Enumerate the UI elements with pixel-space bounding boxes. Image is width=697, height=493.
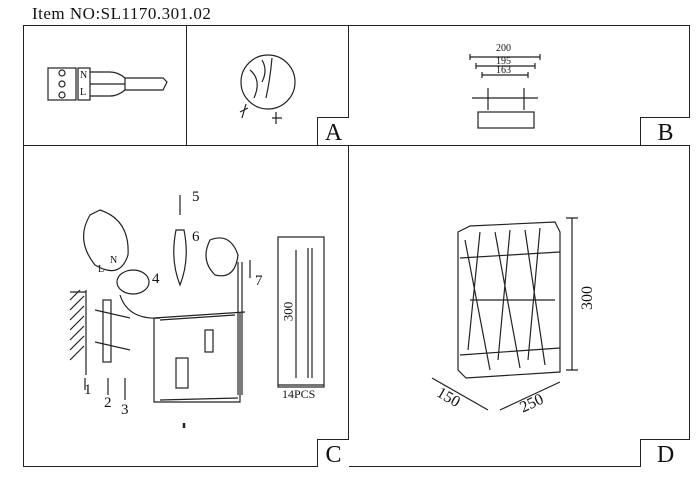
panel-label-b: B: [640, 117, 690, 146]
crystal-length: 300: [280, 301, 296, 322]
assembled-fixture-drawing: [431, 217, 578, 411]
diagram-frame: [23, 25, 690, 467]
callout-7: 7: [255, 273, 263, 289]
terminal-label-n: N: [80, 70, 88, 81]
callout-2: 2: [104, 395, 112, 411]
dimension-195: 195: [496, 56, 511, 67]
column-divider-top-left: [186, 25, 187, 145]
terminal-block-drawing: [47, 67, 168, 101]
callout-5: 5: [192, 189, 200, 205]
dimension-200: 200: [496, 43, 511, 54]
item-number-title: Item NO:SL1170.301.02: [32, 4, 212, 23]
panel-label-a: A: [317, 117, 349, 146]
dimension-163: 163: [496, 65, 511, 76]
wire-ring-detail: [239, 54, 296, 124]
detail-label-n: N: [110, 255, 118, 266]
callout-6: 6: [192, 229, 200, 245]
row-divider: [23, 145, 690, 146]
column-divider-center: [348, 25, 349, 467]
panel-label-d: D: [640, 439, 690, 468]
dimension-height-300: 300: [579, 286, 596, 310]
callout-4: 4: [152, 271, 160, 287]
callout-1: 1: [84, 382, 92, 398]
callout-3: 3: [121, 402, 129, 418]
panel-label-c: C: [317, 439, 349, 468]
crystal-count: 14PCS: [282, 387, 316, 401]
detail-label-l: L: [98, 264, 105, 275]
installation-drawing: [69, 195, 325, 428]
terminal-label-l: L: [80, 87, 87, 98]
mounting-bracket-dimensions: [469, 54, 541, 129]
